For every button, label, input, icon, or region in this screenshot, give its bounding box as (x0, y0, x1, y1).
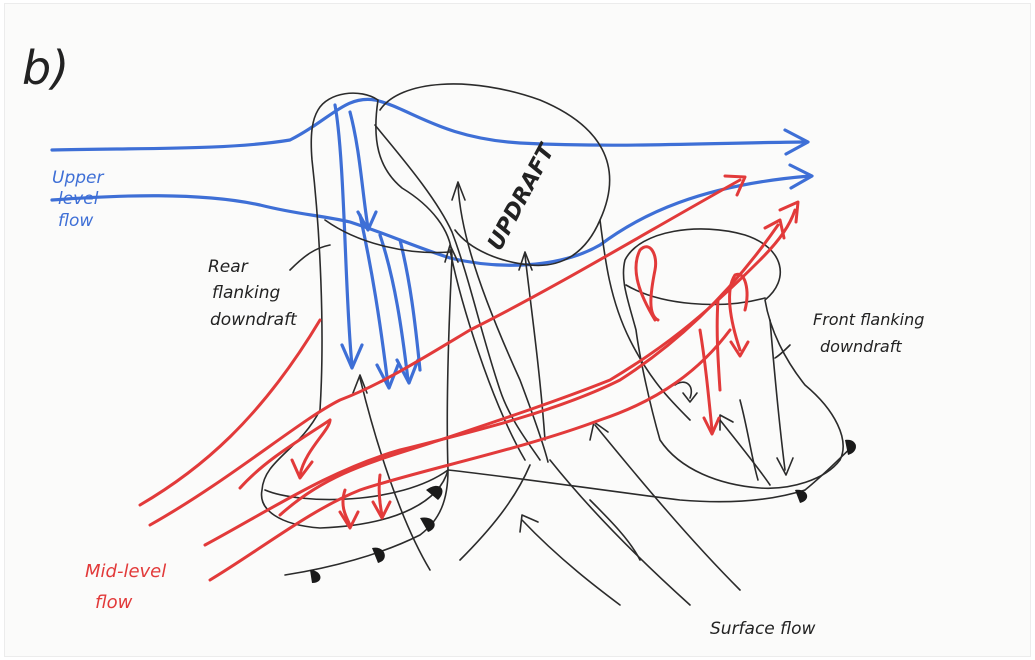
mid-flow-line-1 (140, 320, 320, 505)
front-flanking-label: Front flanking downdraft (813, 310, 924, 356)
panel-label: b) (22, 41, 69, 95)
gust-front-line (448, 470, 805, 502)
svg-text:Rear: Rear (208, 257, 249, 277)
front-label-leader (775, 345, 790, 358)
red-down-arrow-front-1 (700, 330, 712, 430)
svg-text:flow: flow (95, 592, 133, 613)
mid-flow-line-3 (205, 225, 778, 545)
svg-text:downdraft: downdraft (210, 310, 298, 330)
svg-text:downdraft: downdraft (820, 337, 902, 356)
updraft-column-side (375, 125, 540, 460)
surface-flow-arrow-7 (720, 420, 770, 485)
front-column-down-2 (740, 400, 758, 480)
svg-text:Mid-level: Mid-level (85, 561, 166, 582)
svg-text:Upper: Upper (52, 168, 104, 188)
rear-flanking-label: Rear flanking downdraft (208, 257, 298, 330)
surface-flow-arrow-3 (522, 520, 620, 605)
updraft-label: UPDRAFT (483, 139, 561, 255)
front-column-top-ellipse (626, 285, 765, 304)
upper-flow-label: Upper level flow (52, 168, 104, 231)
upper-flow-line-top (52, 99, 805, 150)
svg-text:flow: flow (58, 211, 93, 231)
red-loop-front-1 (636, 247, 658, 320)
svg-text:level: level (58, 189, 99, 209)
gust-front-barbs (310, 440, 856, 583)
surface-flow-label: Surface flow (710, 619, 816, 639)
mid-flow-label: Mid-level flow (85, 561, 166, 613)
rear-label-leader (290, 245, 330, 270)
svg-text:flanking: flanking (212, 283, 281, 303)
svg-text:Front flanking: Front flanking (813, 310, 924, 329)
red-loop-front-2 (730, 274, 747, 350)
surface-flow-arrow-8 (675, 382, 691, 398)
mid-level-flow-arrows (140, 176, 798, 580)
upper-level-flow-arrows (52, 99, 812, 388)
blue-downdraft-arrow-5 (350, 112, 368, 228)
